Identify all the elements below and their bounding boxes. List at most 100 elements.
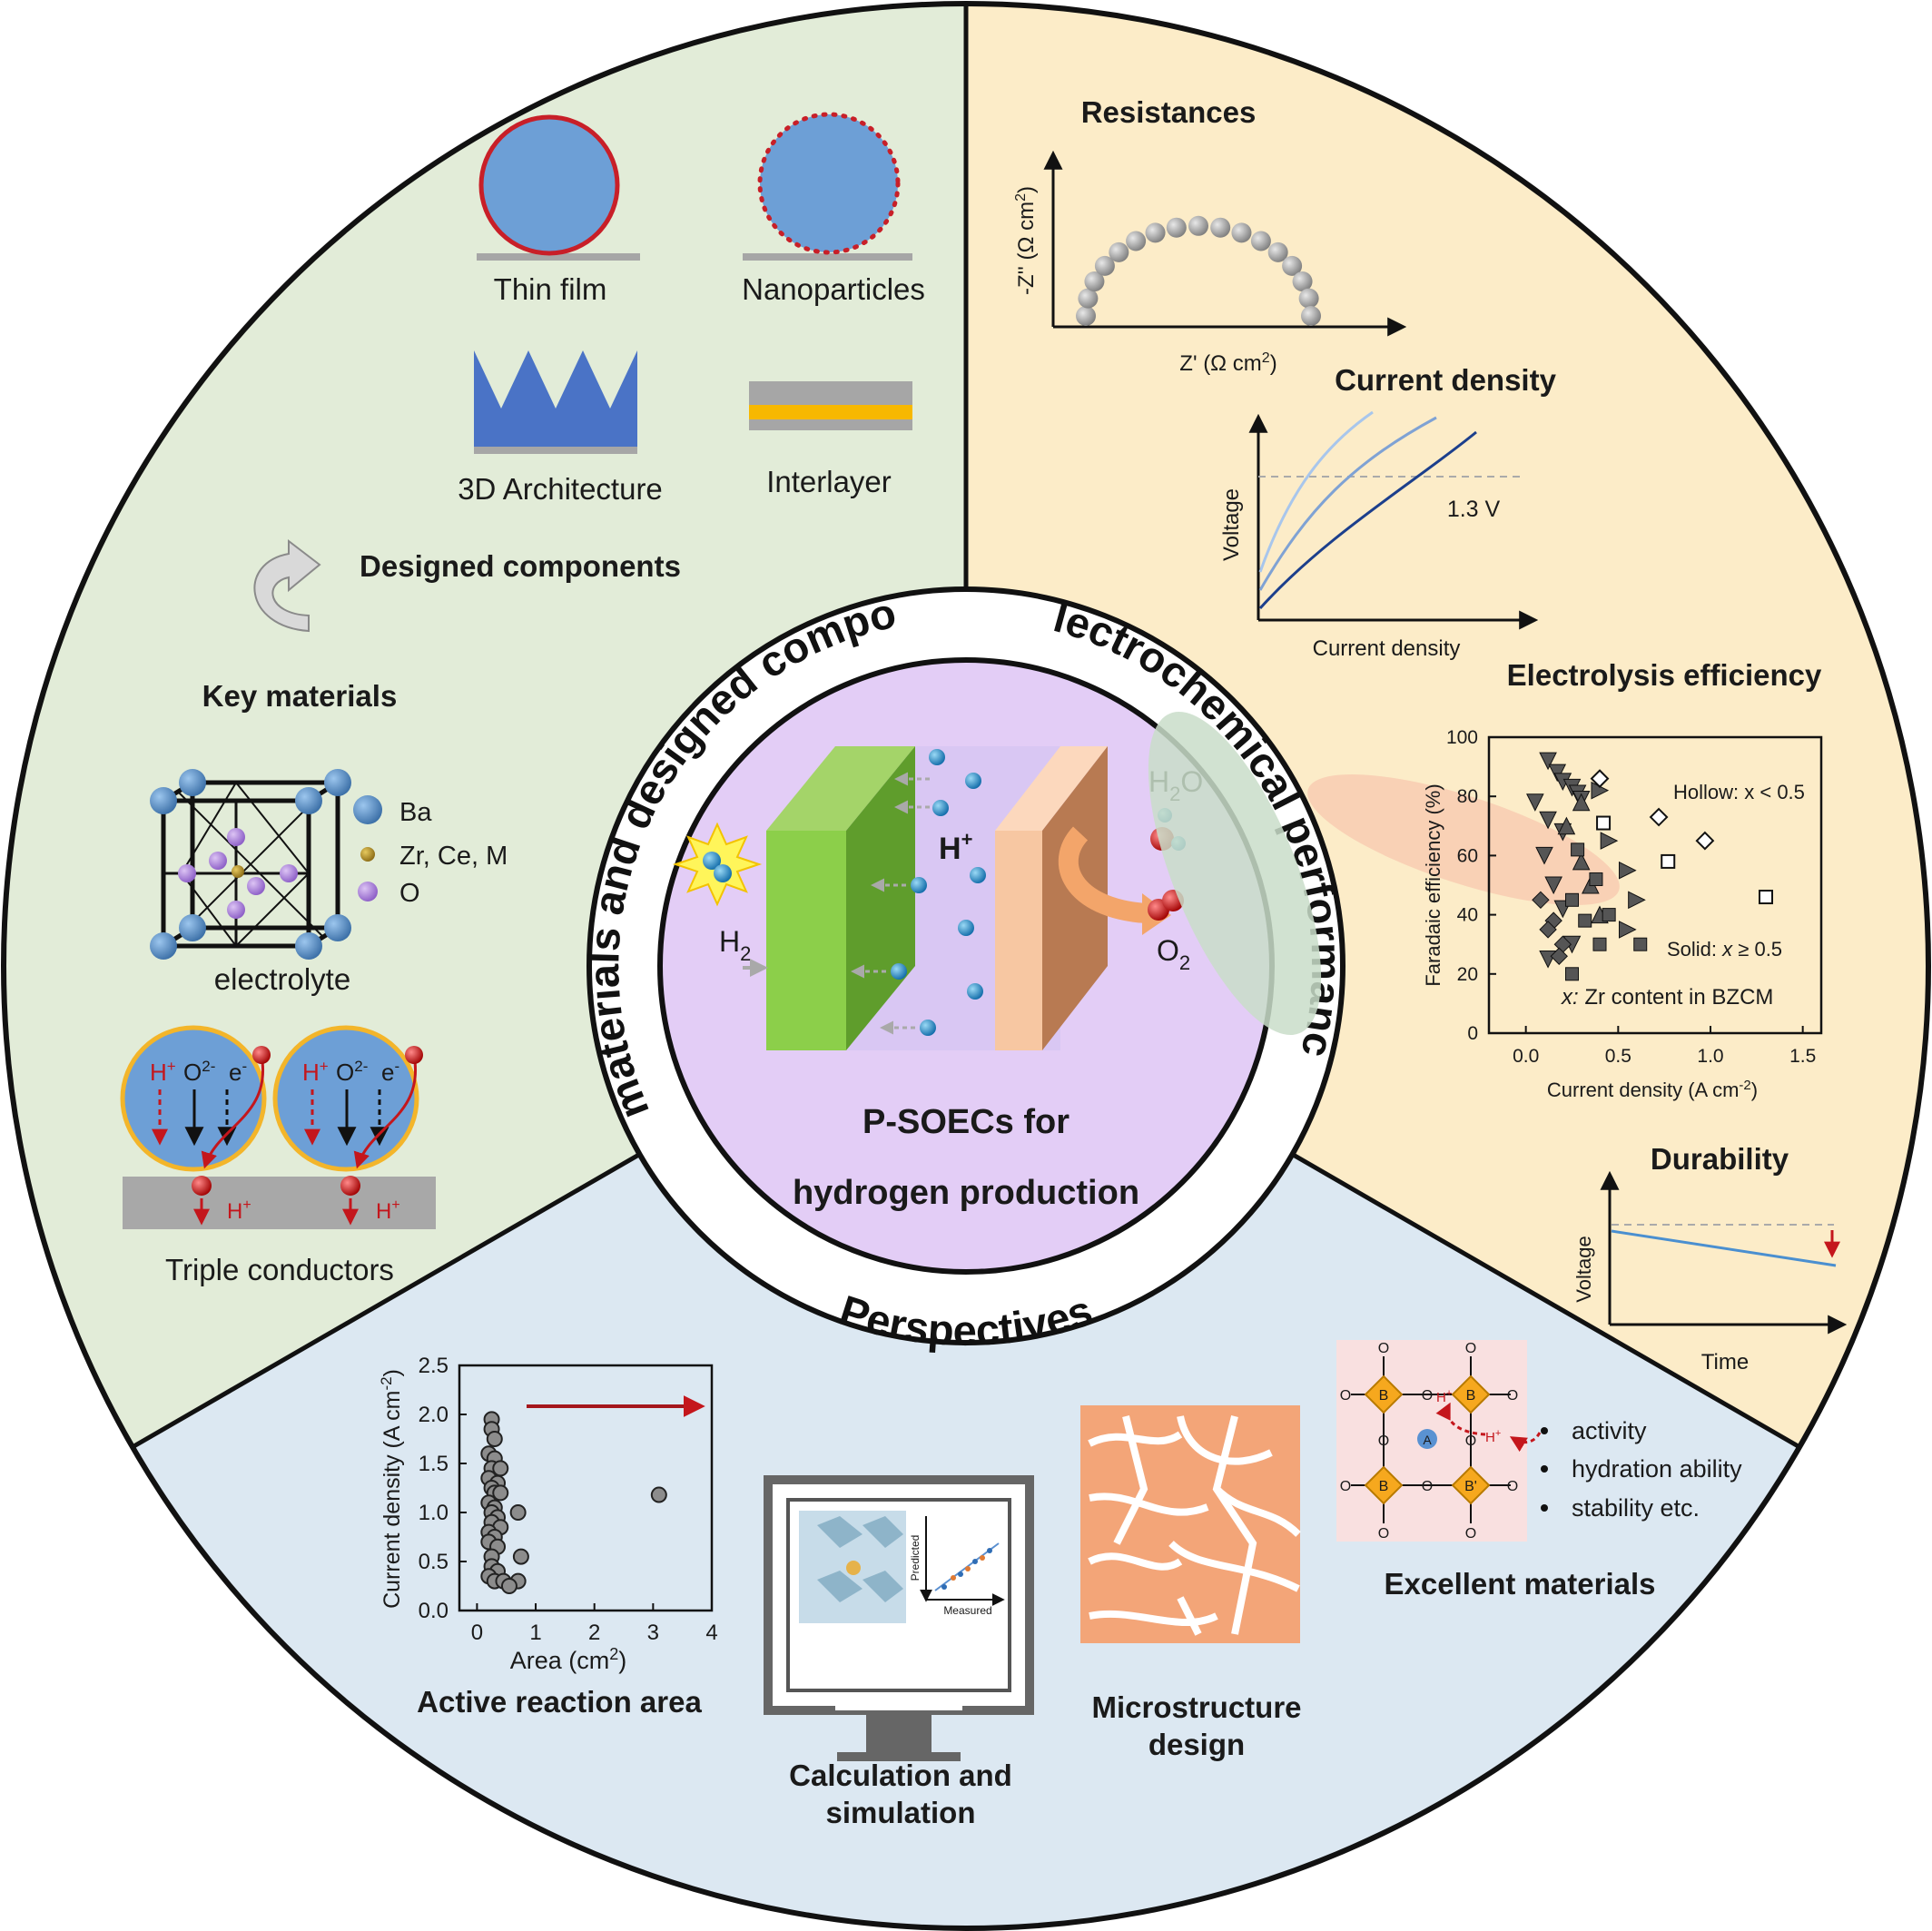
nyquist-point xyxy=(1267,241,1288,262)
architecture-label: 3D Architecture xyxy=(458,472,663,506)
fe-point xyxy=(1695,831,1715,851)
lattice-icon: B B B B' O O O O O O O O O O O O A H+ H+ xyxy=(1336,1340,1542,1542)
electrolyte-label: electrolyte xyxy=(214,962,350,996)
nyquist-point xyxy=(1301,306,1321,326)
a-site-icon xyxy=(1417,1429,1437,1449)
ba-atom xyxy=(150,932,177,960)
o-atom xyxy=(209,852,227,870)
lattice-a-label: A xyxy=(1423,1433,1432,1447)
fe-point xyxy=(1526,793,1544,812)
fe-ytick-label: 60 xyxy=(1457,845,1478,866)
interlayer-icon xyxy=(749,381,912,405)
nyquist-point xyxy=(1076,306,1096,326)
area-xtick-label: 1 xyxy=(529,1621,541,1645)
dur-voltage-label: Voltage xyxy=(1572,1236,1595,1302)
triple-conductors-label: Triple conductors xyxy=(165,1253,394,1286)
anode-top xyxy=(766,746,915,831)
tc-h-substrate-label: H+ xyxy=(376,1197,400,1224)
calc-label-line2: simulation xyxy=(825,1796,975,1829)
fe-point xyxy=(1539,752,1557,771)
nyquist-points xyxy=(1076,215,1321,326)
fe-point xyxy=(1592,937,1607,951)
lattice-o-label: O xyxy=(1378,1526,1389,1542)
fe-point xyxy=(1602,908,1616,922)
fe-point xyxy=(1661,853,1676,869)
bullet-hydration: hydration ability xyxy=(1572,1455,1742,1483)
micro-label-line2: design xyxy=(1148,1728,1245,1761)
fe-point xyxy=(1572,852,1591,871)
area-ytick-label: 1.5 xyxy=(419,1452,448,1476)
nyquist-point xyxy=(1094,255,1115,276)
tc-h-label: H+ xyxy=(302,1058,329,1086)
excellent-materials-label: Excellent materials xyxy=(1385,1567,1656,1601)
lattice-o-label: O xyxy=(1340,1479,1351,1494)
lattice-o-label: O xyxy=(1465,1341,1476,1356)
fe-xtick-label: 1.0 xyxy=(1697,1046,1723,1067)
tc-e-label: e- xyxy=(229,1058,247,1086)
area-point xyxy=(650,1486,667,1503)
active-area-label: Active reaction area xyxy=(417,1685,702,1719)
nyquist-point xyxy=(1188,215,1208,236)
fe-point xyxy=(1589,872,1603,886)
iv-curve-3 xyxy=(1258,430,1477,610)
solid-region xyxy=(1148,712,1322,1035)
voltage-axis-label: Voltage xyxy=(1219,488,1244,561)
fe-point xyxy=(1548,764,1567,783)
calc-label-line1: Calculation and xyxy=(789,1759,1012,1792)
lattice-o-label: O xyxy=(1507,1479,1518,1494)
key-materials-section: Thin film Nanoparticles 3D Architecture … xyxy=(120,112,925,1286)
reaction-arrow xyxy=(1058,826,1148,923)
area-ytick-label: 0.5 xyxy=(419,1550,448,1574)
fe-point xyxy=(1590,769,1610,789)
area-point xyxy=(486,1431,503,1447)
fe-point xyxy=(1649,807,1669,827)
lattice-b-label: B xyxy=(1379,1388,1389,1404)
micro-label-line1: Microstructure xyxy=(1091,1690,1301,1724)
iv-curve-2 xyxy=(1258,416,1437,591)
lattice-o-label: O xyxy=(1465,1433,1476,1449)
fe-point xyxy=(1550,947,1568,965)
lattice-o-label: O xyxy=(1465,1526,1476,1542)
microstructure-icon xyxy=(1080,1405,1301,1643)
ba-legend-icon xyxy=(353,795,382,824)
lattice-o-label: O xyxy=(1340,1388,1351,1404)
area-point xyxy=(512,1548,529,1565)
fe-xtick-label: 0.5 xyxy=(1605,1046,1631,1067)
faradaic-points xyxy=(1526,752,1773,981)
fe-point xyxy=(1572,793,1591,812)
hollow-region xyxy=(1307,774,1620,905)
hollow-label: Hollow: x < 0.5 xyxy=(1673,781,1805,803)
designed-components-label: Designed components xyxy=(360,549,681,583)
fe-ytick-label: 40 xyxy=(1457,905,1478,926)
o-atom xyxy=(227,828,245,846)
nyquist-point xyxy=(1282,255,1303,276)
thin-film-icon xyxy=(478,114,620,256)
center-h-plus: H+ xyxy=(939,828,972,866)
nyquist-point xyxy=(1145,222,1166,243)
nyquist-point xyxy=(1231,222,1252,243)
cathode-front xyxy=(995,831,1042,1050)
lattice-o-label: O xyxy=(1422,1388,1433,1404)
lattice-o-label: O xyxy=(1378,1433,1389,1449)
durability-line xyxy=(1611,1229,1837,1267)
solid-label: Solid: x ≥ 0.5 xyxy=(1667,938,1782,961)
fe-point xyxy=(1596,815,1612,831)
fe-point xyxy=(1544,876,1562,895)
fe-ylabel: Faradaic efficiency (%) xyxy=(1422,783,1444,986)
thin-film-label: Thin film xyxy=(494,272,607,306)
key-materials-label: Key materials xyxy=(202,679,398,713)
o-atom xyxy=(227,901,245,919)
area-point xyxy=(500,1578,518,1594)
area-point xyxy=(492,1484,509,1502)
architecture-icon xyxy=(474,350,637,447)
z-real-label: Z' (Ω cm2) xyxy=(1179,350,1276,376)
zr-legend-label: Zr, Ce, M xyxy=(399,842,508,871)
fe-point xyxy=(1535,846,1553,865)
lattice-b-label: B xyxy=(1466,1388,1476,1404)
triple-particle-right: H+ O2- e- xyxy=(272,1025,423,1172)
nyquist-point xyxy=(1292,271,1313,292)
center-cell: H+ H2 H2O O2 P-SOECs for hydrogen produc… xyxy=(672,746,1203,1212)
area-ytick-label: 0.0 xyxy=(419,1599,448,1623)
fe-point xyxy=(1759,890,1773,905)
